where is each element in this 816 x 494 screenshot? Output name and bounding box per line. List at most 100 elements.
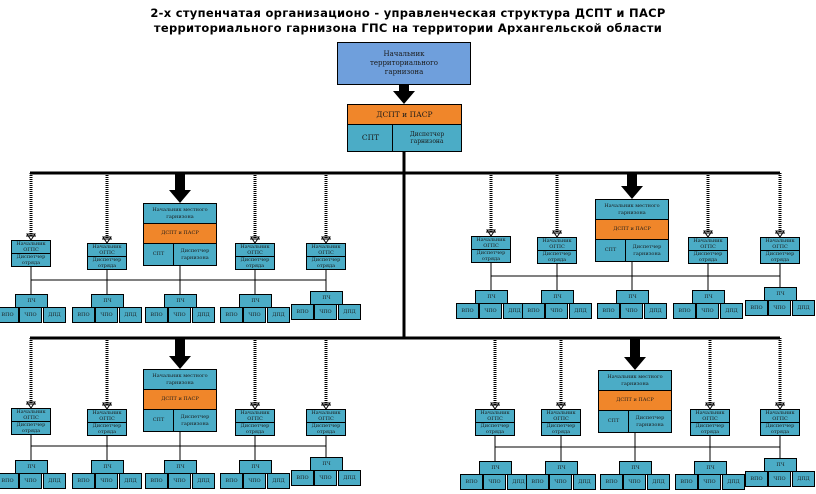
- bottom-left-detachment-1-head-label: Начальник ОГПС: [16, 408, 46, 421]
- top-left-detachment-2-head-box: Начальник ОГПС: [87, 243, 127, 257]
- bottom-left-detachment-1-dispatcher-box: Диспетчер отряда: [11, 421, 51, 435]
- top-right-detachment-4-head-box: Начальник ОГПС: [760, 237, 800, 251]
- bottom-right-pch-1-dpd-box: ДПД: [507, 474, 530, 490]
- top-right-local-garrison-dspt-label: ДСПТ и ПАСР: [613, 226, 651, 233]
- diagram-title-line-1: 2-х ступенчатая организационо - управлен…: [150, 6, 666, 20]
- bottom-right-pch-3-chpo-box: ЧПО: [623, 474, 646, 490]
- top-left-detachment-1-head-label: Начальник ОГПС: [16, 240, 46, 253]
- top-left-pch-2-box: ПЧ: [91, 294, 124, 308]
- top-right-pch-2-label: ПЧ: [553, 293, 562, 300]
- top-right-pch-5-label: ПЧ: [776, 290, 785, 297]
- top-left-dashed-arrow-4: [321, 173, 331, 244]
- bottom-right-pch-4-dpd-box: ДПД: [722, 474, 745, 490]
- top-right-detachment-4-dispatcher-label: Диспетчер отряда: [765, 250, 795, 263]
- bottom-right-local-garrison-head-box: Начальник местного гарнизона: [598, 370, 672, 391]
- bottom-right-detachment-1-dispatcher-box: Диспетчер отряда: [475, 422, 515, 436]
- bottom-right-pch-3-box: ПЧ: [619, 461, 652, 475]
- top-right-pch-3-label: ПЧ: [628, 293, 637, 300]
- bottom-left-pch-2-label: ПЧ: [103, 463, 112, 470]
- top-right-detachment-4-dispatcher-box: Диспетчер отряда: [760, 250, 800, 264]
- top-left-pch-1-box: ПЧ: [15, 294, 48, 308]
- top-left-detachment-1-dispatcher-box: Диспетчер отряда: [11, 253, 51, 267]
- bottom-left-pch-4-box: ПЧ: [239, 460, 272, 474]
- bottom-right-pch-2-chpo-label: ЧПО: [554, 478, 567, 485]
- top-left-local-garrison-dspt-label: ДСПТ и ПАСР: [161, 230, 199, 237]
- top-right-detachment-1-dispatcher-box: Диспетчер отряда: [471, 249, 511, 263]
- top-left-local-garrison-spt-label: СПТ: [152, 251, 165, 258]
- bottom-left-pch-4-chpo-box: ЧПО: [243, 473, 266, 489]
- top-left-local-garrison-spt-box: СПТ: [143, 243, 174, 266]
- bottom-left-pch-2-vpo-box: ВПО: [72, 473, 95, 489]
- top-right-pch-2-chpo-label: ЧПО: [550, 307, 563, 314]
- bottom-right-detachment-2-head-box: Начальник ОГПС: [541, 409, 581, 423]
- top-right-pch-5-chpo-box: ЧПО: [768, 300, 791, 316]
- top-left-detachment-2-dispatcher-label: Диспетчер отряда: [92, 256, 122, 269]
- bottom-right-local-garrison-spt-label: СПТ: [607, 418, 620, 425]
- top-right-pch-5-dpd-label: ДПД: [797, 304, 810, 311]
- bottom-right-detachment-4-head-label: Начальник ОГПС: [765, 409, 795, 422]
- bottom-left-detachment-3-dispatcher-box: Диспетчер отряда: [235, 422, 275, 436]
- bottom-left-detachment-4-head-label: Начальник ОГПС: [311, 409, 341, 422]
- bottom-right-detachment-3-dispatcher-label: Диспетчер отряда: [695, 422, 725, 435]
- top-left-pch-2-vpo-box: ВПО: [72, 307, 95, 323]
- top-left-pch-2-dpd-box: ДПД: [119, 307, 142, 323]
- top-right-detachment-1-dispatcher-label: Диспетчер отряда: [476, 249, 506, 262]
- bottom-right-pch-3-vpo-box: ВПО: [600, 474, 623, 490]
- top-left-pch-4-box: ПЧ: [239, 294, 272, 308]
- top-right-detachment-3-head-box: Начальник ОГПС: [688, 237, 728, 251]
- bottom-left-pch-1-dpd-label: ДПД: [48, 477, 61, 484]
- bottom-left-dashed-arrow-4: [321, 338, 331, 410]
- top-right-pch-4-label: ПЧ: [704, 293, 713, 300]
- bottom-right-pch-2-dpd-label: ДПД: [578, 478, 591, 485]
- top-left-pch-2-chpo-label: ЧПО: [100, 311, 113, 318]
- bottom-right-pch-4-vpo-box: ВПО: [675, 474, 698, 490]
- bottom-right-pch-1-dpd-label: ДПД: [512, 478, 525, 485]
- bottom-left-detachment-3-head-label: Начальник ОГПС: [240, 409, 270, 422]
- top-left-pch-1-chpo-label: ЧПО: [24, 311, 37, 318]
- top-right-pch-3-chpo-box: ЧПО: [620, 303, 643, 319]
- bottom-left-pch-3-label: ПЧ: [176, 463, 185, 470]
- bottom-left-pch-4-chpo-label: ЧПО: [248, 477, 261, 484]
- bottom-right-pch-4-label: ПЧ: [706, 464, 715, 471]
- bottom-left-pch-3-chpo-box: ЧПО: [168, 473, 191, 489]
- top-right-dashed-arrow-2: [552, 173, 562, 238]
- bottom-right-pch-1-chpo-box: ЧПО: [483, 474, 506, 490]
- bottom-right-detachment-1-dispatcher-label: Диспетчер отряда: [480, 422, 510, 435]
- top-left-local-garrison-dispatcher-box: Диспетчер гарнизона: [173, 243, 217, 266]
- bottom-right-pch-3-dpd-box: ДПД: [647, 474, 670, 490]
- bottom-right-local-garrison-head-label: Начальник местного гарнизона: [607, 374, 663, 387]
- top-left-pch-1-dpd-box: ДПД: [43, 307, 66, 323]
- top-right-pch-1-chpo-box: ЧПО: [479, 303, 502, 319]
- bottom-left-pch-4-vpo-label: ВПО: [225, 477, 238, 484]
- bottom-right-local-garrison-arrow: [624, 338, 646, 370]
- top-dspt-pasr-label: ДСПТ и ПАСР: [376, 109, 433, 119]
- bottom-right-pch-1-label: ПЧ: [491, 464, 500, 471]
- top-big-arrow: [393, 85, 415, 104]
- top-left-pch-5-box: ПЧ: [310, 291, 343, 305]
- bottom-left-pch-1-chpo-label: ЧПО: [24, 477, 37, 484]
- bottom-right-pch-4-chpo-label: ЧПО: [703, 478, 716, 485]
- bottom-right-pch-4-dpd-label: ДПД: [727, 478, 740, 485]
- bottom-right-pch-2-chpo-box: ЧПО: [549, 474, 572, 490]
- bottom-right-pch-4-box: ПЧ: [694, 461, 727, 475]
- top-left-detachment-3-dispatcher-label: Диспетчер отряда: [240, 256, 270, 269]
- bottom-left-local-garrison-dispatcher-label: Диспетчер гарнизона: [180, 414, 210, 427]
- top-left-detachment-4-dispatcher-box: Диспетчер отряда: [306, 256, 346, 270]
- bottom-left-detachment-4-head-box: Начальник ОГПС: [306, 409, 346, 423]
- bottom-right-dashed-arrow-4: [775, 338, 785, 410]
- bottom-left-dashed-arrow-2: [102, 338, 112, 410]
- top-left-pch-3-dpd-label: ДПД: [197, 311, 210, 318]
- top-left-pch-1-vpo-label: ВПО: [1, 311, 14, 318]
- bottom-right-detachment-3-head-label: Начальник ОГПС: [695, 409, 725, 422]
- top-right-pch-4-vpo-box: ВПО: [673, 303, 696, 319]
- bottom-left-pch-3-vpo-box: ВПО: [145, 473, 168, 489]
- bottom-right-pch-3-label: ПЧ: [631, 464, 640, 471]
- bottom-right-detachment-4-dispatcher-box: Диспетчер отряда: [760, 422, 800, 436]
- bottom-left-pch-4-label: ПЧ: [251, 463, 260, 470]
- top-right-local-garrison-spt-box: СПТ: [595, 239, 626, 262]
- top-left-dashed-arrow-2: [102, 173, 112, 244]
- top-right-pch-4-box: ПЧ: [692, 290, 725, 304]
- bottom-right-pch-5-chpo-box: ЧПО: [768, 471, 791, 487]
- bottom-right-pch-5-vpo-box: ВПО: [745, 471, 768, 487]
- top-left-local-garrison-arrow: [169, 173, 191, 203]
